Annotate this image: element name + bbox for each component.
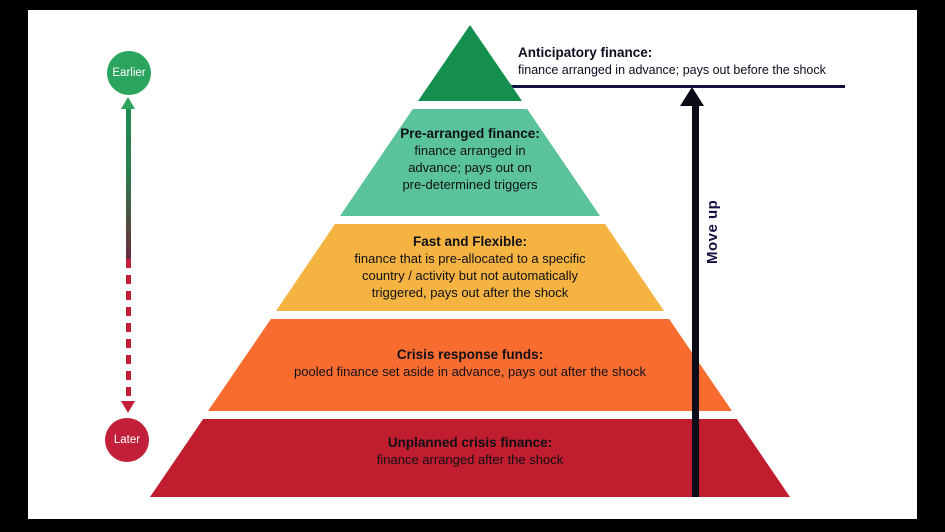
move-up-arrow-shaft [692, 106, 699, 497]
pyramid-tier-fast-flexible: Fast and Flexible: finance that is pre-a… [276, 224, 664, 311]
pre-arranged-title: Pre-arranged finance: [400, 126, 540, 141]
fast-flexible-body: finance that is pre-allocated to a speci… [354, 251, 586, 300]
timeline-dashed-line [126, 259, 131, 401]
move-up-arrowhead-icon [680, 87, 704, 106]
earlier-label: Earlier [112, 67, 146, 79]
fast-flexible-title: Fast and Flexible: [412, 234, 528, 249]
anticipatory-body: finance arranged in advance; pays out be… [518, 63, 826, 77]
later-label: Later [113, 434, 141, 446]
pre-arranged-body: finance arranged in advance; pays out on… [402, 143, 538, 192]
move-up-label: Move up [704, 199, 721, 265]
anticipatory-annotation: Anticipatory finance: finance arranged i… [518, 44, 863, 79]
unplanned-title: Unplanned crisis finance: [387, 435, 553, 450]
crisis-response-title: Crisis response funds: [396, 347, 544, 362]
annotation-underline [468, 85, 845, 88]
anticipatory-title: Anticipatory finance: [518, 45, 653, 60]
unplanned-body: finance arranged after the shock [376, 452, 564, 467]
timeline-arrowhead-up-icon [121, 97, 135, 109]
pre-arranged-text: Pre-arranged finance: finance arranged i… [340, 109, 600, 193]
earlier-marker: Earlier [107, 51, 151, 95]
crisis-response-body: pooled finance set aside in advance, pay… [294, 364, 646, 379]
timeline-solid-line [126, 109, 131, 259]
pyramid-tier-unplanned: Unplanned crisis finance: finance arrang… [150, 419, 790, 497]
fast-flexible-text: Fast and Flexible: finance that is pre-a… [276, 224, 664, 301]
later-marker: Later [105, 418, 149, 462]
unplanned-text: Unplanned crisis finance: finance arrang… [150, 419, 790, 468]
pyramid-tier-crisis-response: Crisis response funds: pooled finance se… [208, 319, 732, 411]
timeline-arrowhead-down-icon [121, 401, 135, 413]
crisis-response-text: Crisis response funds: pooled finance se… [208, 319, 732, 380]
